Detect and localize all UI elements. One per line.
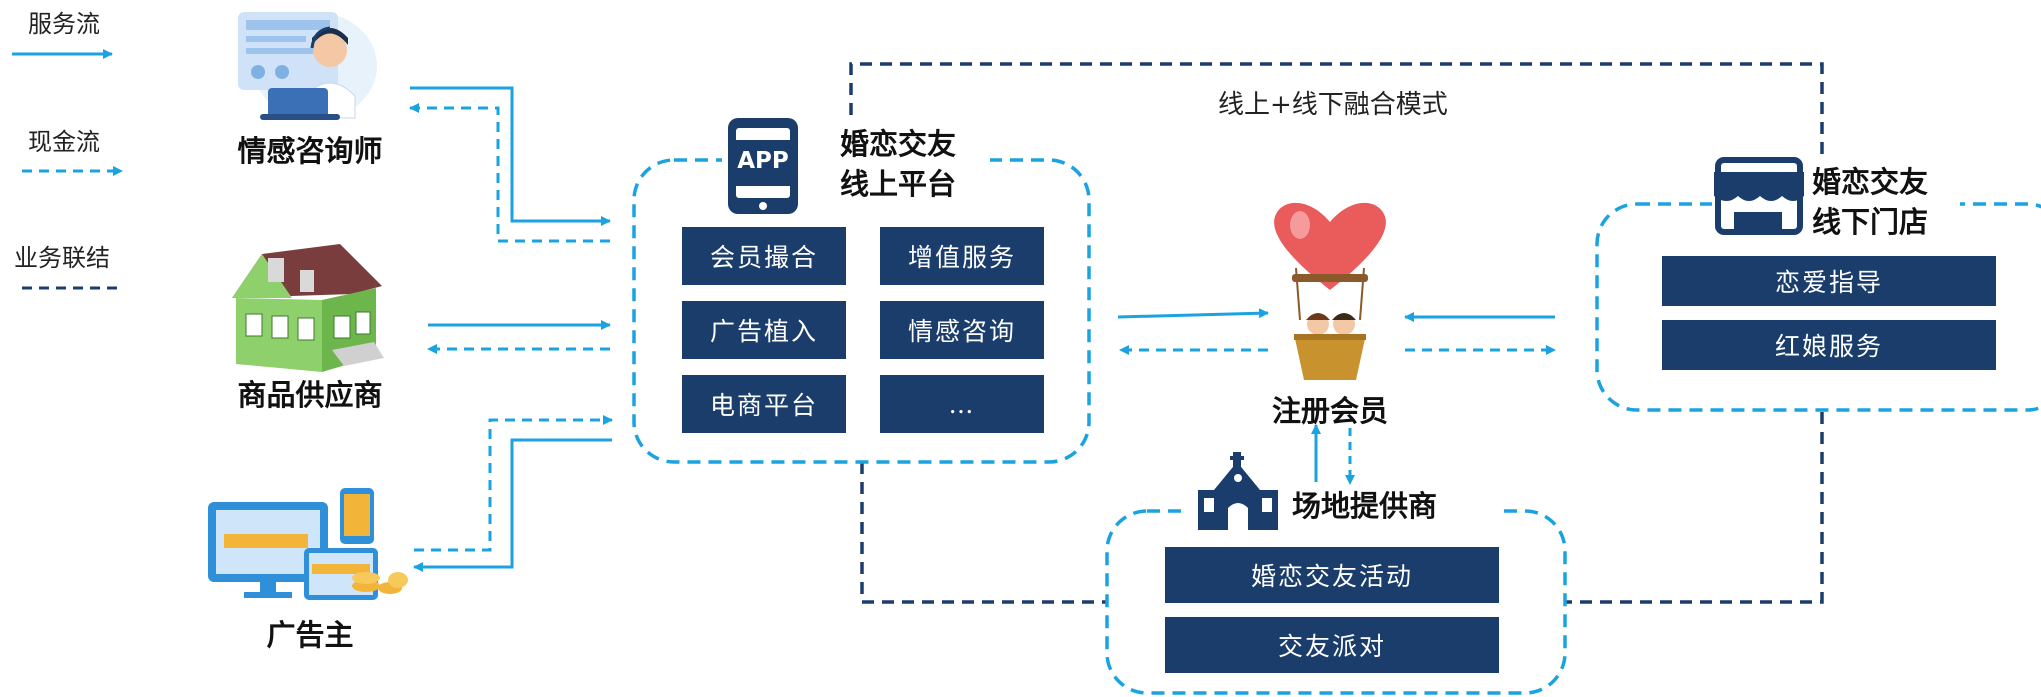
flows-supplier (427, 320, 611, 354)
flows-member-venue (1311, 424, 1355, 485)
venue-icon (1198, 452, 1278, 530)
online-platform-title-line2: 线上平台 (840, 167, 957, 201)
offline-store-title-line2: 线下门店 (1812, 205, 1929, 239)
online-tile-emotional-counsel: 情感咨询 (880, 301, 1044, 359)
house-icon (232, 244, 384, 372)
business-links (849, 62, 1824, 604)
online-tile-more: … (880, 375, 1044, 433)
member-label: 注册会员 (1271, 394, 1388, 428)
advertiser-service-flow (413, 438, 612, 572)
offline-store-title: 婚恋交友 线下门店 (1812, 162, 1928, 242)
flows-member-online (1117, 308, 1269, 355)
heart-balloon-icon (1274, 202, 1386, 380)
advertiser-cash-flow (414, 415, 613, 552)
supplier-label: 商品供应商 (237, 378, 383, 412)
online-platform-title-line1: 婚恋交友 (840, 127, 957, 161)
fusion-mode-label: 线上+线下融合模式 (1218, 90, 1448, 120)
mode-label-bg (1210, 80, 1480, 120)
legend-service-label: 服务流 (28, 10, 100, 38)
advertising-screen-icon (208, 488, 408, 600)
counselor-label: 情感咨询师 (237, 134, 383, 168)
store-tile-love-guidance: 恋爱指导 (1662, 256, 1996, 306)
online-tile-ecommerce: 电商平台 (682, 375, 846, 433)
advertiser-label: 广告主 (266, 618, 354, 652)
counselor-cash-flow (409, 103, 610, 243)
online-tile-value-added: 增值服务 (880, 227, 1044, 285)
legend-business-label: 业务联结 (14, 244, 110, 272)
flows-advertiser (413, 415, 613, 572)
flows-member-store (1404, 312, 1556, 355)
app-badge: APP (737, 148, 789, 174)
top-link-line (849, 62, 1824, 160)
offline-store-title-line1: 婚恋交友 (1812, 165, 1929, 199)
venue-title: 场地提供商 (1292, 489, 1438, 523)
venue-tile-dating-activity: 婚恋交友活动 (1165, 547, 1499, 603)
store-icon (1714, 157, 1804, 235)
store-tile-matchmaker: 红娘服务 (1662, 320, 1996, 370)
platform-service-to-member (1117, 308, 1269, 319)
venue-tile-party: 交友派对 (1165, 617, 1499, 673)
flows-counselor (409, 86, 611, 243)
legend-cash-label: 现金流 (28, 128, 100, 156)
online-tile-member-matching: 会员撮合 (682, 227, 846, 285)
store-to-venue-link (1565, 412, 1824, 604)
legend-lines (12, 49, 123, 290)
app-phone-icon (728, 118, 798, 214)
online-to-venue-link (860, 462, 1107, 604)
online-platform-title: 婚恋交友 线上平台 (840, 124, 956, 204)
online-tile-ad-placement: 广告植入 (682, 301, 846, 359)
counselor-icon (238, 12, 377, 120)
online-platform-box (632, 158, 1091, 464)
counselor-service-flow (410, 86, 611, 226)
